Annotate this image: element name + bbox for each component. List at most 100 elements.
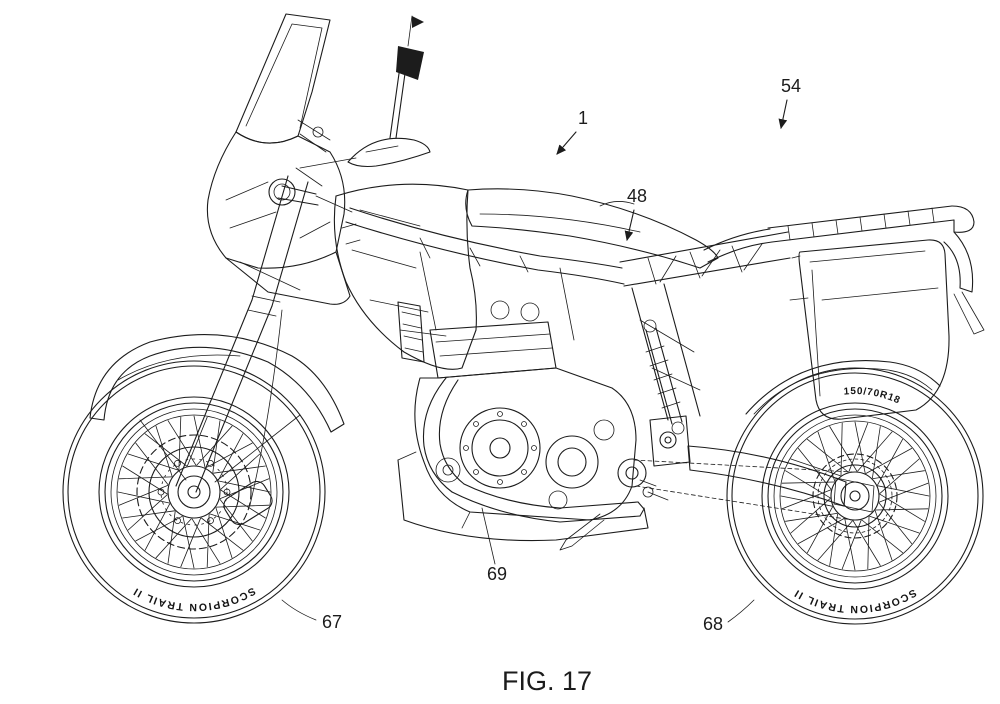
rear-subframe (619, 228, 791, 467)
spoke-line (200, 517, 244, 551)
chain-upper (633, 459, 853, 473)
ref-label-1: 1 (578, 108, 588, 128)
grab-rail (703, 228, 773, 263)
rear-brake-disc (812, 453, 898, 539)
spoke-line (186, 416, 208, 467)
mirror-assembly (299, 15, 431, 169)
axle-adjuster (833, 477, 875, 513)
spoke-line (118, 476, 173, 480)
spoke-line (219, 498, 253, 542)
spoke-line (829, 513, 838, 566)
spoke-line (790, 458, 841, 477)
spoke-line (877, 438, 903, 486)
spoke-line (878, 502, 913, 544)
spoke-line (122, 465, 168, 495)
spoke-line (869, 515, 920, 534)
spoke-line (118, 484, 169, 506)
front-beak (225, 251, 351, 305)
spoke-line (144, 433, 188, 467)
rear-shock (643, 319, 685, 435)
spoke-line (872, 470, 925, 480)
spoke-line (840, 422, 843, 476)
ref-label-68: 68 (703, 614, 723, 634)
ref-leader-69 (481, 507, 496, 565)
rear-mudflap (953, 291, 985, 335)
spoke-line (212, 420, 221, 474)
rear-wheel (617, 367, 984, 625)
spoke-line (865, 447, 913, 474)
spoke-line (218, 480, 271, 493)
water-pump (435, 457, 461, 483)
seat (465, 188, 719, 269)
spoke-line (191, 518, 221, 564)
spoke-line (857, 431, 893, 472)
spoke-line (127, 494, 168, 531)
ref-leader-68 (727, 599, 755, 623)
spoke-line (867, 516, 870, 570)
spoke-line (122, 510, 176, 519)
spoke-line (135, 442, 169, 486)
spoke-line (852, 520, 881, 566)
headlight (268, 178, 296, 206)
front-brake-disc (136, 434, 252, 550)
spoke-line (155, 518, 192, 559)
fuel-tank (333, 183, 477, 370)
skid-plate (397, 451, 669, 551)
chain-lower (635, 485, 853, 521)
swingarm-pivot-plate (649, 415, 691, 467)
handlebar (299, 145, 399, 169)
spoke-line (220, 453, 261, 490)
spoke-line (182, 516, 195, 569)
radiator-shroud (397, 301, 425, 363)
spoke-line (797, 518, 845, 544)
windscreen (235, 13, 331, 153)
front-fender (89, 334, 345, 483)
spoke-line (144, 503, 171, 551)
ref-label-69: 69 (487, 564, 507, 584)
spoke-line (780, 495, 833, 507)
spoke-line (879, 458, 920, 494)
spoke-line (817, 431, 836, 482)
spoke-line (879, 493, 925, 522)
spoke-line (215, 504, 270, 508)
ref-label-54: 54 (781, 76, 801, 96)
reference-labels: 1 48 54 67 68 69 (281, 76, 801, 634)
side-panel (789, 239, 950, 420)
front-fairing (206, 131, 351, 305)
swingarm (687, 445, 875, 513)
spoke-line (209, 513, 261, 531)
spoke-line (797, 447, 832, 490)
rear-hugger (745, 360, 941, 415)
ref-label-48: 48 (627, 186, 647, 206)
ref-leader-67 (281, 599, 317, 621)
side-stand (559, 513, 605, 551)
spoke-line (785, 470, 831, 499)
engine (414, 300, 637, 529)
tail-section (943, 231, 974, 293)
ref-arrow-48 (624, 209, 635, 242)
spoke-line (874, 510, 893, 561)
spoke-line (217, 433, 244, 481)
front-fork (175, 175, 353, 506)
spoke-line (167, 420, 197, 466)
ignition-cover (545, 435, 599, 489)
front-spokes (117, 415, 271, 569)
ref-label-67: 67 (322, 612, 342, 632)
mirror-head (396, 46, 424, 80)
footpeg (642, 486, 654, 498)
spoke-line (848, 422, 869, 473)
spoke-line (167, 510, 176, 564)
screen-adjuster-knob (312, 126, 324, 138)
front-brake-line (249, 309, 283, 506)
spoke-line (193, 415, 206, 468)
luggage-rack (767, 205, 985, 335)
rear-sprocket (817, 458, 893, 534)
spoke-line (212, 465, 266, 474)
spoke-line (817, 520, 853, 561)
spoke-line (117, 491, 170, 504)
front-wheel (62, 360, 326, 624)
front-brake-caliper (223, 480, 273, 526)
spoke-line (180, 517, 202, 568)
rear-spokes (780, 421, 930, 571)
